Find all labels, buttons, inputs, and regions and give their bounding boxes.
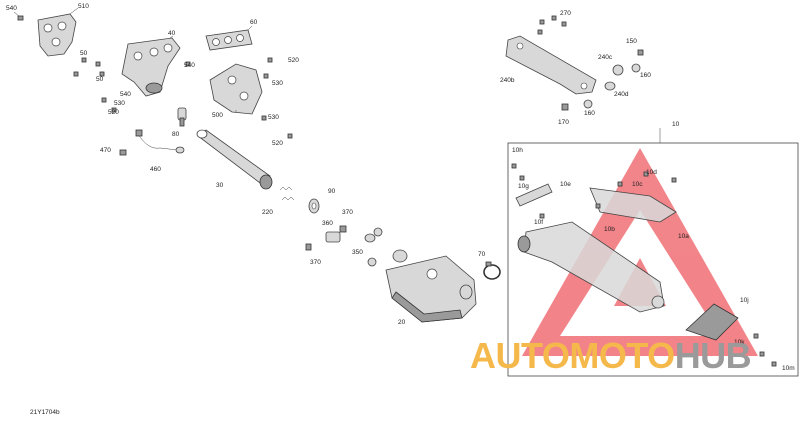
callout-60: 60	[250, 19, 258, 26]
callout-80: 80	[172, 131, 180, 138]
kit-10-frame	[507, 142, 799, 377]
fastener-set-manifold	[73, 57, 293, 139]
bracket-240b	[505, 35, 597, 95]
callout-530: 530	[272, 80, 283, 87]
callout-350: 350	[352, 249, 363, 256]
callout-10k: 10k	[734, 339, 745, 346]
o2-sensor-80	[177, 107, 187, 127]
callout-30: 30	[216, 182, 224, 189]
callout-10g: 10g	[518, 183, 529, 190]
callout-240d: 240d	[614, 91, 629, 98]
callout-10f: 10f	[534, 219, 543, 226]
callout-150: 150	[626, 38, 637, 45]
callout-470: 470	[100, 147, 111, 154]
callout-50: 50	[80, 50, 88, 57]
callout-520: 520	[288, 57, 299, 64]
callout-240c: 240c	[598, 54, 613, 61]
callout-labels: 540 510 40 60 50 50 540 520 530 540 530 …	[6, 3, 795, 372]
callout-270: 270	[560, 10, 571, 17]
callout-90: 90	[328, 188, 336, 195]
drawing-code: 21Y1704b	[30, 409, 60, 416]
callout-10m: 10m	[782, 365, 795, 372]
kit-10-small-fasteners	[511, 163, 777, 367]
spacer-160-lower	[583, 99, 593, 109]
callout-540: 540	[184, 62, 195, 69]
callout-10h: 10h	[512, 147, 523, 154]
callout-240b: 240b	[500, 77, 515, 84]
rubber-mounts-350	[364, 227, 383, 267]
exhaust-manifold-40	[121, 35, 181, 97]
callout-10d: 10d	[646, 169, 657, 176]
callout-10e: 10e	[560, 181, 571, 188]
heat-shield-500	[209, 63, 263, 115]
heat-shield-510	[37, 7, 79, 57]
manifold-gasket-60	[205, 25, 253, 51]
callout-160: 160	[584, 110, 595, 117]
bracket-360	[325, 225, 347, 243]
callout-520: 520	[108, 109, 119, 116]
callout-360: 360	[322, 220, 333, 227]
sensor-harness-460	[135, 129, 185, 154]
callout-10c: 10c	[632, 181, 643, 188]
callout-530: 530	[268, 114, 279, 121]
callout-520: 520	[272, 140, 283, 147]
callout-220: 220	[262, 209, 273, 216]
callout-40: 40	[168, 30, 176, 37]
springs-220	[279, 186, 295, 201]
callout-10: 10	[672, 121, 680, 128]
callout-20: 20	[398, 319, 406, 326]
wordmark-part-b: MOTO	[569, 335, 675, 376]
callout-160: 160	[640, 72, 651, 79]
front-pipe-30	[196, 129, 273, 190]
bolt-540-top-left	[13, 11, 24, 21]
callout-10a: 10a	[678, 233, 689, 240]
callout-170: 170	[558, 119, 569, 126]
kit-10-exhaust-assembly	[515, 183, 739, 341]
clamp-70	[483, 261, 501, 280]
callout-10b: 10b	[604, 226, 615, 233]
callout-50: 50	[96, 76, 104, 83]
clip-470	[119, 149, 127, 156]
nut-170	[561, 103, 569, 111]
callout-10j: 10j	[740, 297, 749, 304]
callout-540: 540	[6, 5, 17, 12]
callout-530: 530	[114, 100, 125, 107]
callout-540: 540	[120, 91, 131, 98]
muffler-20	[385, 249, 477, 323]
callout-460: 460	[150, 166, 161, 173]
callout-510: 510	[78, 3, 89, 10]
wordmark-part-a: AUTO	[470, 335, 570, 376]
washer-150	[637, 49, 644, 56]
spacer-160-top	[631, 63, 641, 73]
callout-370: 370	[342, 209, 353, 216]
grommet-240c	[612, 64, 624, 76]
bolts-270	[537, 15, 567, 35]
callout-70: 70	[478, 251, 486, 258]
fastener-370-lower	[305, 243, 312, 251]
callout-370: 370	[310, 259, 321, 266]
autmotohub-wordmark: AUTOMOTOHUB	[470, 335, 752, 376]
grommet-240d	[604, 81, 616, 91]
gasket-90	[308, 198, 320, 214]
wordmark-part-c: HUB	[674, 335, 752, 376]
callout-500: 500	[212, 112, 223, 119]
